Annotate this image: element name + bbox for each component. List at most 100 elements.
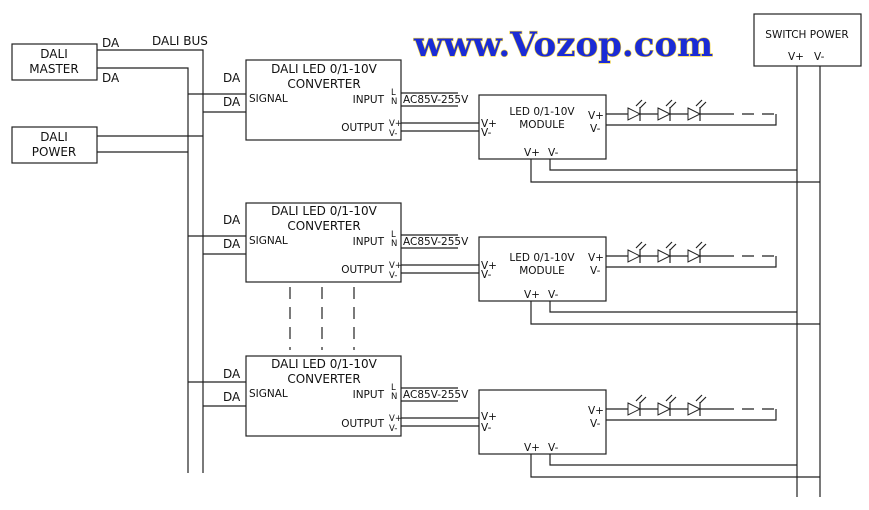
led-icon — [622, 394, 656, 416]
converter-da-label: DA — [223, 237, 241, 251]
ac-input-wires — [401, 234, 458, 249]
continuation-dashes — [289, 287, 355, 350]
module-out-vminus: V- — [590, 265, 601, 277]
converter-vminus-label: V- — [389, 424, 397, 434]
module-in-vplus: V+ — [481, 260, 497, 272]
converter-vplus-label: V+ — [389, 414, 402, 424]
module-out-vplus: V+ — [588, 110, 604, 122]
led-icon — [622, 99, 656, 121]
led-string-return — [606, 114, 777, 126]
module-supply-wire-a — [530, 159, 820, 183]
led-icon — [656, 241, 688, 263]
ac-input-wires — [401, 387, 458, 402]
converter-title-1: DALI LED 0/1-10V — [271, 204, 378, 218]
master-da-label-1: DA — [102, 36, 120, 50]
converter-signal-label: SIGNAL — [249, 93, 288, 105]
converter-n-label: N — [391, 97, 397, 107]
converter-title-2: CONVERTER — [287, 77, 360, 91]
converter-group-3: DA DA DALI LED 0/1-10V CONVERTER SIGNAL … — [188, 355, 820, 478]
switch-power-vminus: V- — [814, 51, 825, 63]
module-supply-vplus: V+ — [524, 147, 540, 159]
switch-power-vplus: V+ — [788, 51, 804, 63]
switch-power-title: SWITCH POWER — [765, 29, 848, 41]
converter-da-label: DA — [223, 390, 241, 404]
converter-title-1: DALI LED 0/1-10V — [271, 357, 378, 371]
converter-vminus-label: V- — [389, 271, 397, 281]
converter-input-label: INPUT — [353, 236, 385, 248]
module-title-2: MODULE — [519, 265, 565, 277]
converter-title-2: CONVERTER — [287, 372, 360, 386]
module-title-1: LED 0/1-10V — [509, 106, 575, 118]
dali-master-line2: MASTER — [29, 62, 78, 76]
converter-title-1: DALI LED 0/1-10V — [271, 62, 378, 76]
module-supply-wire-b — [549, 454, 797, 466]
converter-group-1: DA DA DALI LED 0/1-10V CONVERTER SIGNAL … — [188, 59, 820, 183]
converter-group-2: DA DA DALI LED 0/1-10V CONVERTER SIGNAL … — [188, 202, 820, 325]
module-out-vminus: V- — [590, 123, 601, 135]
dali-power-line1: DALI — [40, 130, 67, 144]
ac-input-label: AC85V-255V — [403, 94, 469, 106]
dali-power-box — [11, 126, 98, 164]
module-in-vplus: V+ — [481, 411, 497, 423]
module-supply-wire-b — [549, 301, 797, 313]
dali-power-line2: POWER — [32, 145, 76, 159]
led-icon — [687, 394, 707, 416]
dali-master-line1: DALI — [40, 47, 67, 61]
converter-l-label: L — [391, 383, 396, 393]
ac-input-wires — [401, 92, 458, 107]
module-supply-vplus: V+ — [524, 442, 540, 454]
converter-signal-label: SIGNAL — [249, 235, 288, 247]
converter-l-label: L — [391, 88, 396, 98]
converter-da-label: DA — [223, 213, 241, 227]
converter-vminus-label: V- — [389, 129, 397, 139]
module-box — [478, 236, 607, 302]
module-in-vminus: V- — [481, 422, 492, 434]
converter-n-label: N — [391, 392, 397, 402]
module-in-vminus: V- — [481, 269, 492, 281]
output-wires — [401, 122, 479, 132]
converter-box — [245, 59, 402, 141]
module-in-vminus: V- — [481, 127, 492, 139]
converter-input-label: INPUT — [353, 389, 385, 401]
converter-title-2: CONVERTER — [287, 219, 360, 233]
converter-vplus-label: V+ — [389, 119, 402, 129]
watermark-text: www.Vozop.com — [413, 25, 713, 65]
converter-box — [245, 202, 402, 283]
converter-signal-label: SIGNAL — [249, 388, 288, 400]
converter-da-label: DA — [223, 71, 241, 85]
module-supply-vminus: V- — [548, 442, 559, 454]
dali-bus-label: DALI BUS — [152, 34, 208, 48]
module-supply-vplus: V+ — [524, 289, 540, 301]
bus-line-a — [97, 49, 204, 473]
module-supply-wire-a — [530, 301, 820, 325]
converter-box — [245, 355, 402, 437]
converter-input-label: INPUT — [353, 94, 385, 106]
converter-n-label: N — [391, 239, 397, 249]
module-box — [478, 94, 607, 160]
converter-da-label: DA — [223, 95, 241, 109]
module-box — [478, 389, 607, 455]
output-wires — [401, 417, 479, 427]
converter-da-label: DA — [223, 367, 241, 381]
led-icon — [622, 241, 656, 263]
led-icon — [656, 394, 688, 416]
bus-line-b — [97, 67, 189, 473]
converter-output-label: OUTPUT — [341, 418, 384, 430]
led-icon — [687, 99, 707, 121]
converter-output-label: OUTPUT — [341, 122, 384, 134]
led-icon — [687, 241, 707, 263]
module-out-vplus: V+ — [588, 405, 604, 417]
ac-input-label: AC85V-255V — [403, 236, 469, 248]
master-da-label-2: DA — [102, 71, 120, 85]
module-supply-wire-b — [549, 159, 797, 171]
module-in-vplus: V+ — [481, 118, 497, 130]
module-out-vminus: V- — [590, 418, 601, 430]
module-title-1: LED 0/1-10V — [509, 252, 575, 264]
module-title-2: MODULE — [519, 119, 565, 131]
output-wires — [401, 264, 479, 274]
switch-power-box — [753, 13, 862, 67]
converter-l-label: L — [391, 230, 396, 240]
module-supply-vminus: V- — [548, 289, 559, 301]
